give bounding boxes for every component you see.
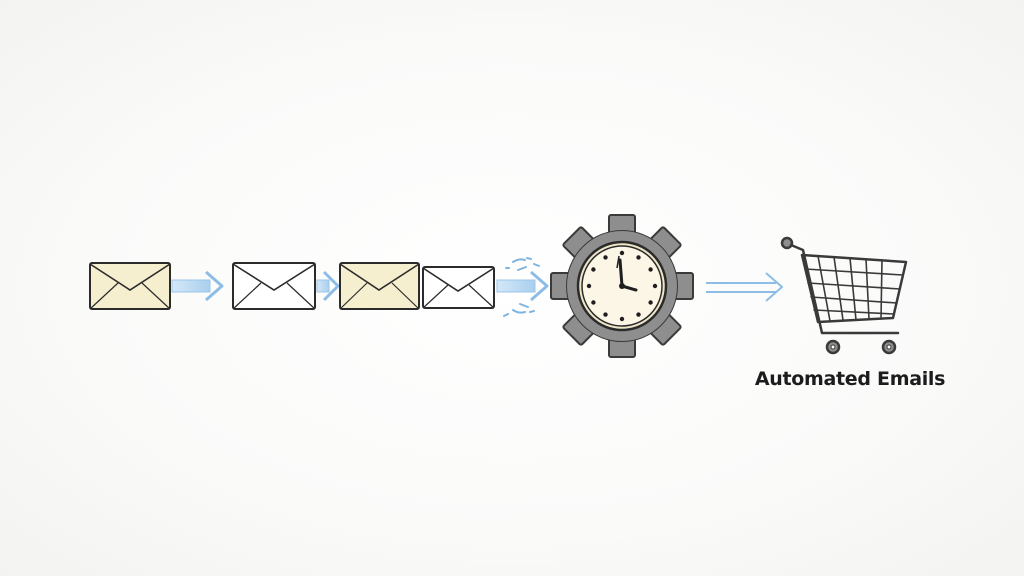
- shopping-cart-icon: [780, 236, 908, 355]
- motion-sparks: [503, 257, 540, 317]
- diagram-caption: Automated Emails: [754, 368, 946, 390]
- arrow-icon: [316, 270, 340, 302]
- envelope-icon: [339, 262, 420, 310]
- clock-icon: [576, 240, 668, 332]
- envelope-icon: [89, 262, 171, 310]
- envelope-icon: [232, 262, 316, 310]
- arrow-icon: [706, 272, 783, 302]
- arrow-icon: [171, 270, 224, 302]
- arrow-icon: [496, 270, 549, 302]
- envelope-icon: [422, 266, 495, 309]
